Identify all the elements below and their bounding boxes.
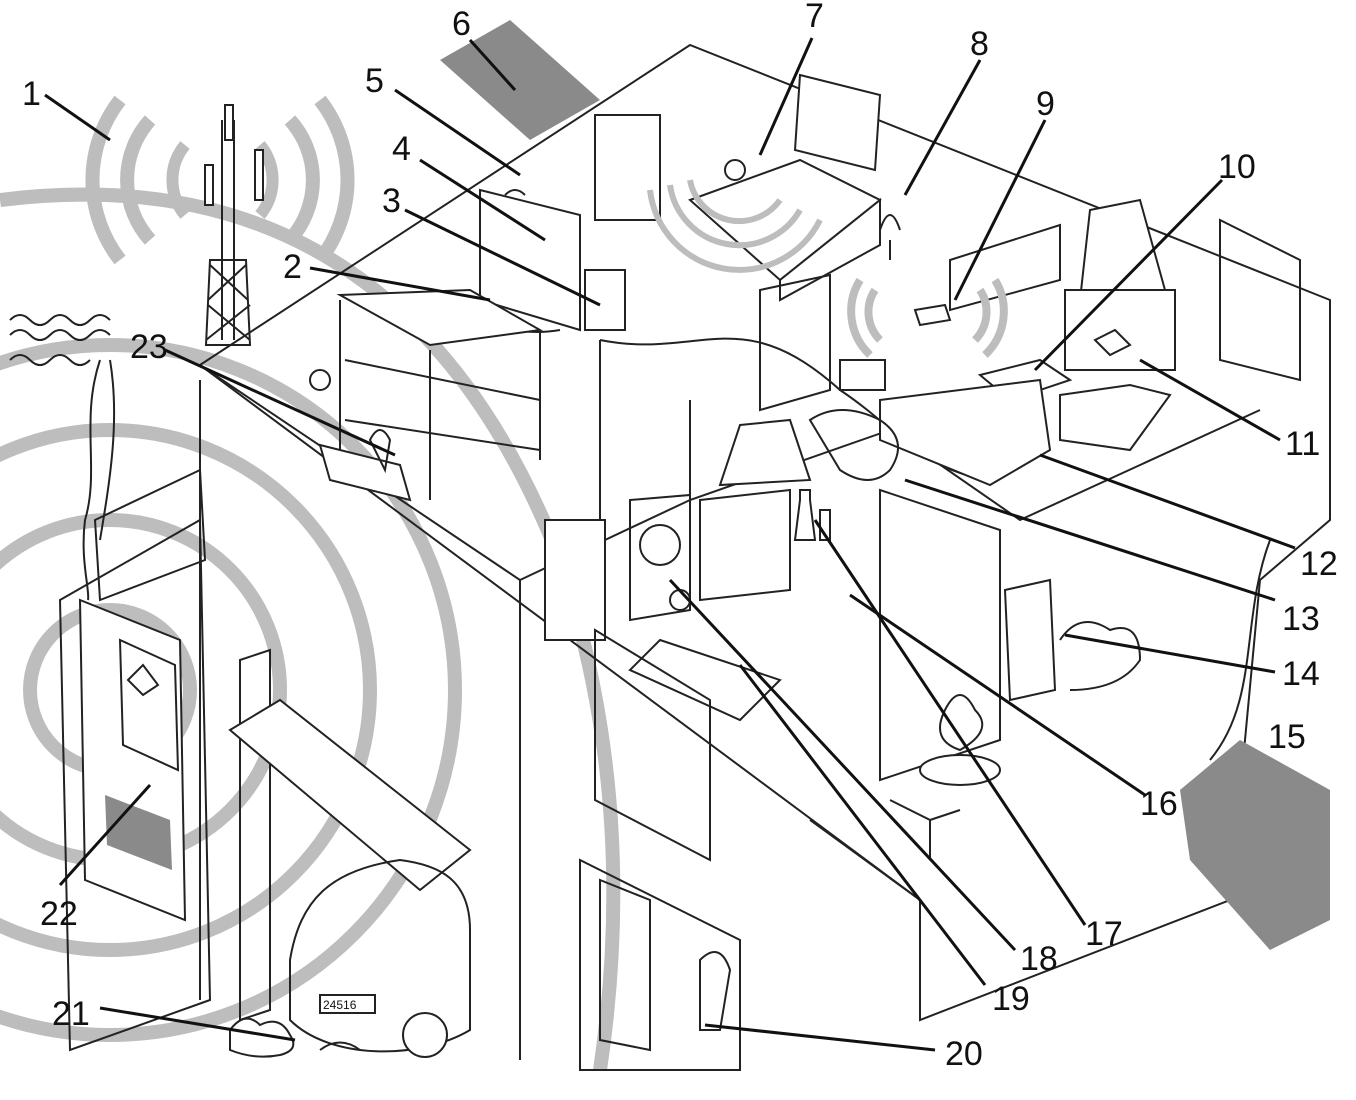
left-building (58, 380, 212, 1052)
label-9: 9 (1036, 85, 1055, 123)
label-14: 14 (1282, 655, 1320, 693)
label-15: 15 (1268, 718, 1306, 756)
label-3: 3 (382, 182, 401, 220)
label-2: 2 (283, 248, 302, 286)
label-23: 23 (130, 328, 168, 366)
label-19: 19 (992, 980, 1030, 1018)
label-8: 8 (970, 25, 989, 63)
ground-floor-room (579, 628, 741, 1071)
bedroom (594, 73, 901, 412)
label-17: 17 (1085, 915, 1123, 953)
label-18: 18 (1020, 940, 1058, 978)
garage-and-car: 24516 (228, 648, 472, 1058)
kitchen (544, 418, 831, 722)
car-plate-text: 24516 (323, 998, 357, 1012)
tower-signal-waves (85, 95, 355, 265)
kids-room (309, 288, 544, 502)
leader-lines (44, 37, 1296, 1052)
label-7: 7 (805, 0, 824, 35)
label-21: 21 (52, 995, 90, 1033)
balcony (889, 578, 1142, 860)
label-4: 4 (392, 130, 411, 168)
label-1: 1 (22, 75, 41, 113)
label-11: 11 (1285, 425, 1320, 463)
label-12: 12 (1300, 545, 1338, 583)
cell-tower (204, 104, 264, 346)
label-6: 6 (452, 5, 471, 43)
label-13: 13 (1282, 600, 1320, 638)
number-labels: 1 2 3 4 5 6 7 8 9 10 11 12 13 14 15 16 1… (22, 0, 1338, 1073)
label-5: 5 (365, 62, 384, 100)
label-22: 22 (40, 895, 78, 933)
label-16: 16 (1140, 785, 1178, 823)
living-room (808, 198, 1176, 487)
label-10: 10 (1218, 148, 1256, 186)
power-lines (9, 314, 116, 601)
label-20: 20 (945, 1035, 983, 1073)
